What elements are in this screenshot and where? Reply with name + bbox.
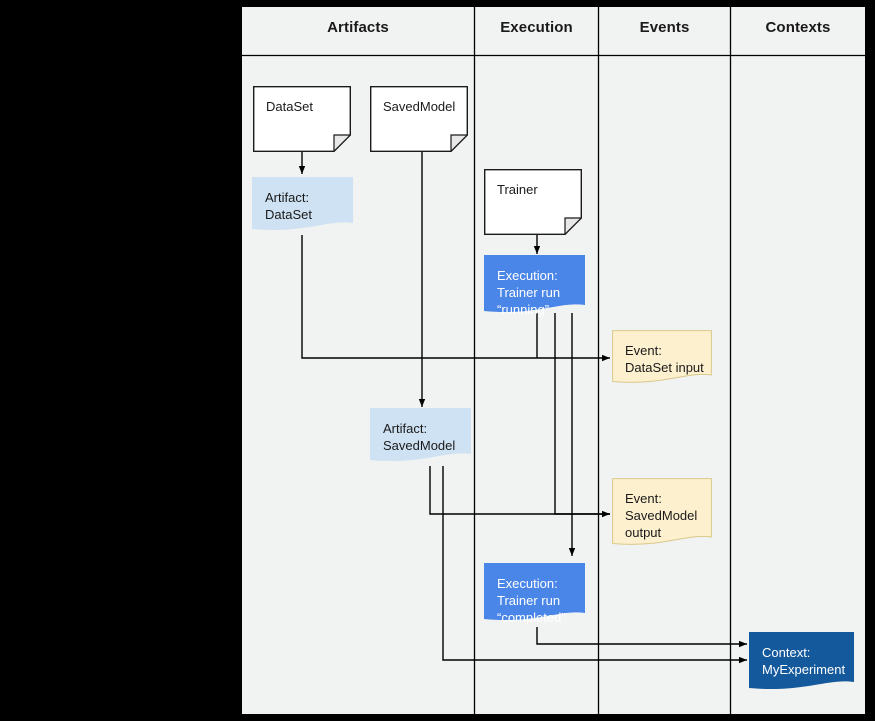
lane-header-events: Events: [639, 19, 690, 36]
edge-artifactsavedmodel-to-context: [442, 466, 747, 664]
lane-dividers: [473, 7, 732, 714]
node-event-dataset-input-label: Event: DataSet input: [625, 343, 704, 375]
node-savedmodel-type-label: SavedModel: [383, 99, 456, 114]
node-artifact-savedmodel-label: Artifact: SavedModel: [383, 421, 456, 453]
node-execution-completed[interactable]: Execution: Trainer run “completed”: [484, 563, 585, 625]
lane-header-artifacts: Artifacts: [327, 19, 389, 36]
connectors: [298, 152, 747, 664]
lane-header-execution: Execution: [500, 19, 573, 36]
edge-executioncompleted-to-context: [536, 627, 747, 648]
node-dataset-type[interactable]: DataSet: [253, 86, 351, 152]
node-event-dataset-input[interactable]: Event: DataSet input: [612, 330, 712, 388]
node-dataset-type-label: DataSet: [266, 99, 313, 114]
connector-layer: [242, 7, 865, 714]
lane-header-contexts: Contexts: [765, 19, 831, 36]
node-execution-completed-label: Execution: Trainer run “completed”: [497, 576, 566, 625]
node-savedmodel-type[interactable]: SavedModel: [370, 86, 468, 152]
edge-artifactdataset-to-eventdatasetinput: [301, 235, 610, 362]
lineage-diagram: Artifacts Execution Events Contexts Data…: [242, 7, 865, 714]
edge-artifactsavedmodel-to-eventsavedmodeloutput: [429, 466, 610, 515]
node-event-savedmodel-output[interactable]: Event: SavedModel output: [612, 478, 712, 550]
edge-executionrunning-to-eventsavedmodeloutput: [554, 313, 610, 518]
node-context-myexperiment-label: Context: MyExperiment: [762, 645, 846, 677]
node-context-myexperiment[interactable]: Context: MyExperiment: [749, 632, 854, 694]
node-execution-running-label: Execution: Trainer run “running”: [497, 268, 561, 317]
node-trainer-type-label: Trainer: [497, 182, 538, 197]
node-trainer-type[interactable]: Trainer: [484, 169, 582, 235]
node-artifact-dataset-label: Artifact: DataSet: [265, 190, 312, 222]
node-artifact-dataset[interactable]: Artifact: DataSet: [252, 177, 353, 235]
node-execution-running[interactable]: Execution: Trainer run “running”: [484, 255, 585, 317]
node-event-savedmodel-output-label: Event: SavedModel output: [625, 491, 698, 540]
node-artifact-savedmodel[interactable]: Artifact: SavedModel: [370, 408, 471, 466]
